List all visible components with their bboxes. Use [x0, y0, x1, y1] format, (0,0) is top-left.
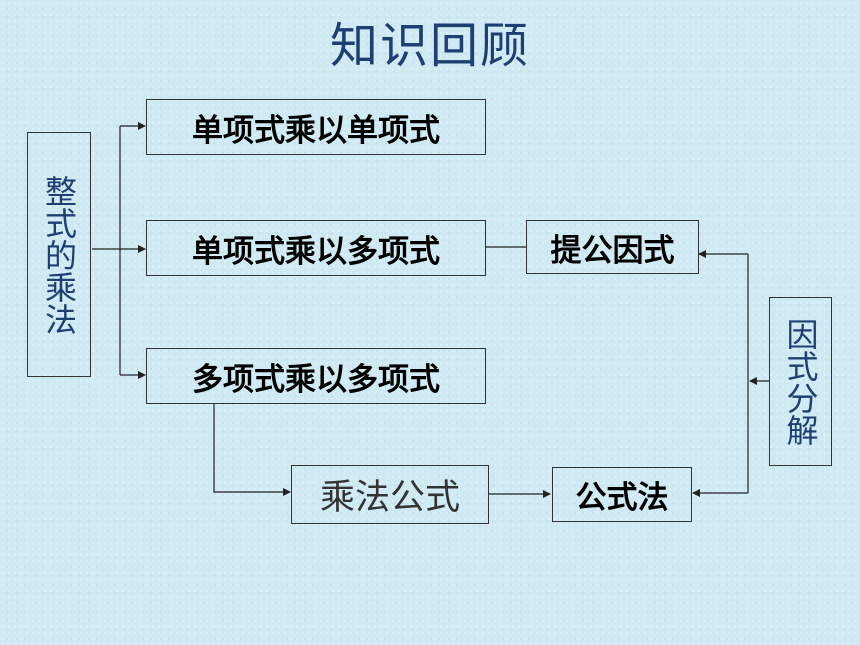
mult-formula-box: 乘法公式	[291, 465, 489, 524]
mono-mono-box: 单项式乘以单项式	[146, 99, 486, 155]
factorization-label: 因式分解	[769, 297, 832, 466]
formula-method-box: 公式法	[552, 467, 692, 522]
factor-out-box: 提公因式	[526, 220, 699, 274]
arrow-to-mult-formula	[213, 404, 291, 496]
poly-poly-box: 多项式乘以多项式	[146, 348, 486, 404]
mono-poly-box: 单项式乘以多项式	[146, 220, 486, 276]
integral-multiplication-label: 整式的乘法	[27, 132, 91, 377]
page-title: 知识回顾	[329, 18, 530, 74]
